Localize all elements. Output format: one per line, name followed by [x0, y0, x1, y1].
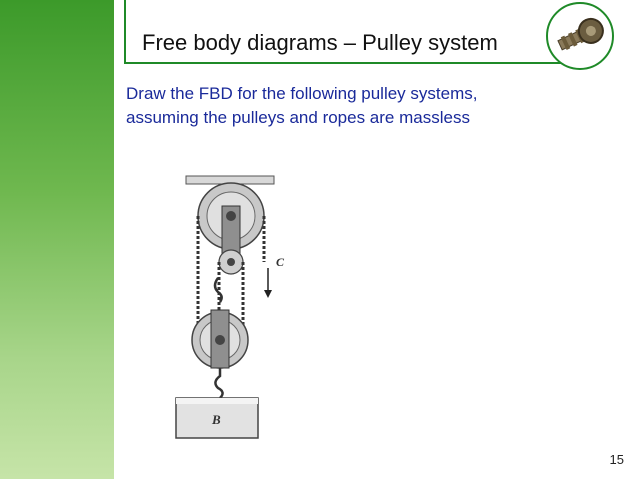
gear-shaft-logo-icon [546, 2, 614, 70]
slide-instruction: Draw the FBD for the following pulley sy… [126, 82, 477, 130]
title-divider [124, 0, 126, 62]
upper-hook [213, 277, 223, 303]
page-number: 15 [609, 452, 624, 467]
label-b: B [211, 412, 221, 427]
block-b [175, 397, 259, 439]
title-bar: Free body diagrams – Pulley system [124, 22, 584, 64]
lower-hook [214, 368, 224, 399]
instruction-line-2: assuming the pulleys and ropes are massl… [126, 108, 470, 127]
green-sidebar [0, 0, 114, 479]
instruction-line-1: Draw the FBD for the following pulley sy… [126, 84, 478, 103]
slide-title: Free body diagrams – Pulley system [142, 30, 498, 55]
pulley-system-figure: C B [164, 170, 324, 446]
label-c: C [276, 255, 285, 269]
